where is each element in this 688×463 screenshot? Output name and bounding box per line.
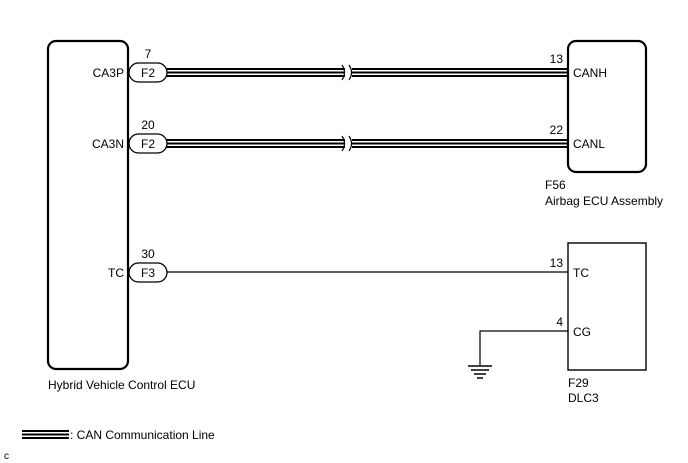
hv-ecu-box bbox=[46, 39, 130, 371]
airbag-ecu-box bbox=[566, 39, 648, 174]
connector-canh-label: F2 bbox=[141, 66, 155, 80]
dlc3-code: F29 bbox=[568, 376, 589, 390]
ground-icon bbox=[468, 365, 492, 379]
airbag-terminal-canh: CANH bbox=[573, 66, 607, 80]
legend-can-line-label: : CAN Communication Line bbox=[70, 428, 215, 442]
canh-wire bbox=[166, 64, 568, 81]
connector-tc: F3 bbox=[128, 262, 168, 283]
dlc3-terminal-cg: CG bbox=[573, 325, 591, 339]
hv-ecu-name: Hybrid Vehicle Control ECU bbox=[48, 378, 195, 392]
dlc3-terminal-tc: TC bbox=[573, 266, 589, 280]
hv-ecu-pin-30: 30 bbox=[141, 247, 155, 261]
airbag-pin-22: 22 bbox=[550, 123, 564, 137]
corner-mark: c bbox=[4, 451, 9, 462]
cg-ground-wire bbox=[479, 330, 568, 365]
dlc3-pin-13: 13 bbox=[550, 256, 564, 270]
connector-canl: F2 bbox=[128, 133, 168, 154]
hv-ecu-pin-7: 7 bbox=[145, 47, 152, 61]
airbag-pin-13: 13 bbox=[550, 52, 564, 66]
hv-ecu-pin-20: 20 bbox=[141, 118, 155, 132]
dlc3-pin-4: 4 bbox=[556, 315, 563, 329]
hv-ecu-terminal-tc: TC bbox=[108, 266, 124, 280]
canl-wire bbox=[166, 135, 568, 152]
airbag-ecu-code: F56 bbox=[545, 178, 566, 192]
hv-ecu-terminal-ca3n: CA3N bbox=[92, 137, 124, 151]
connector-tc-label: F3 bbox=[141, 266, 155, 280]
connector-canl-label: F2 bbox=[141, 137, 155, 151]
legend-can-line-symbol bbox=[22, 430, 69, 439]
dlc3-box bbox=[567, 242, 647, 371]
connector-canh: F2 bbox=[128, 62, 168, 83]
airbag-ecu-name: Airbag ECU Assembly bbox=[545, 194, 663, 208]
dlc3-name: DLC3 bbox=[568, 391, 599, 405]
hv-ecu-terminal-ca3p: CA3P bbox=[93, 66, 124, 80]
airbag-terminal-canl: CANL bbox=[573, 137, 605, 151]
